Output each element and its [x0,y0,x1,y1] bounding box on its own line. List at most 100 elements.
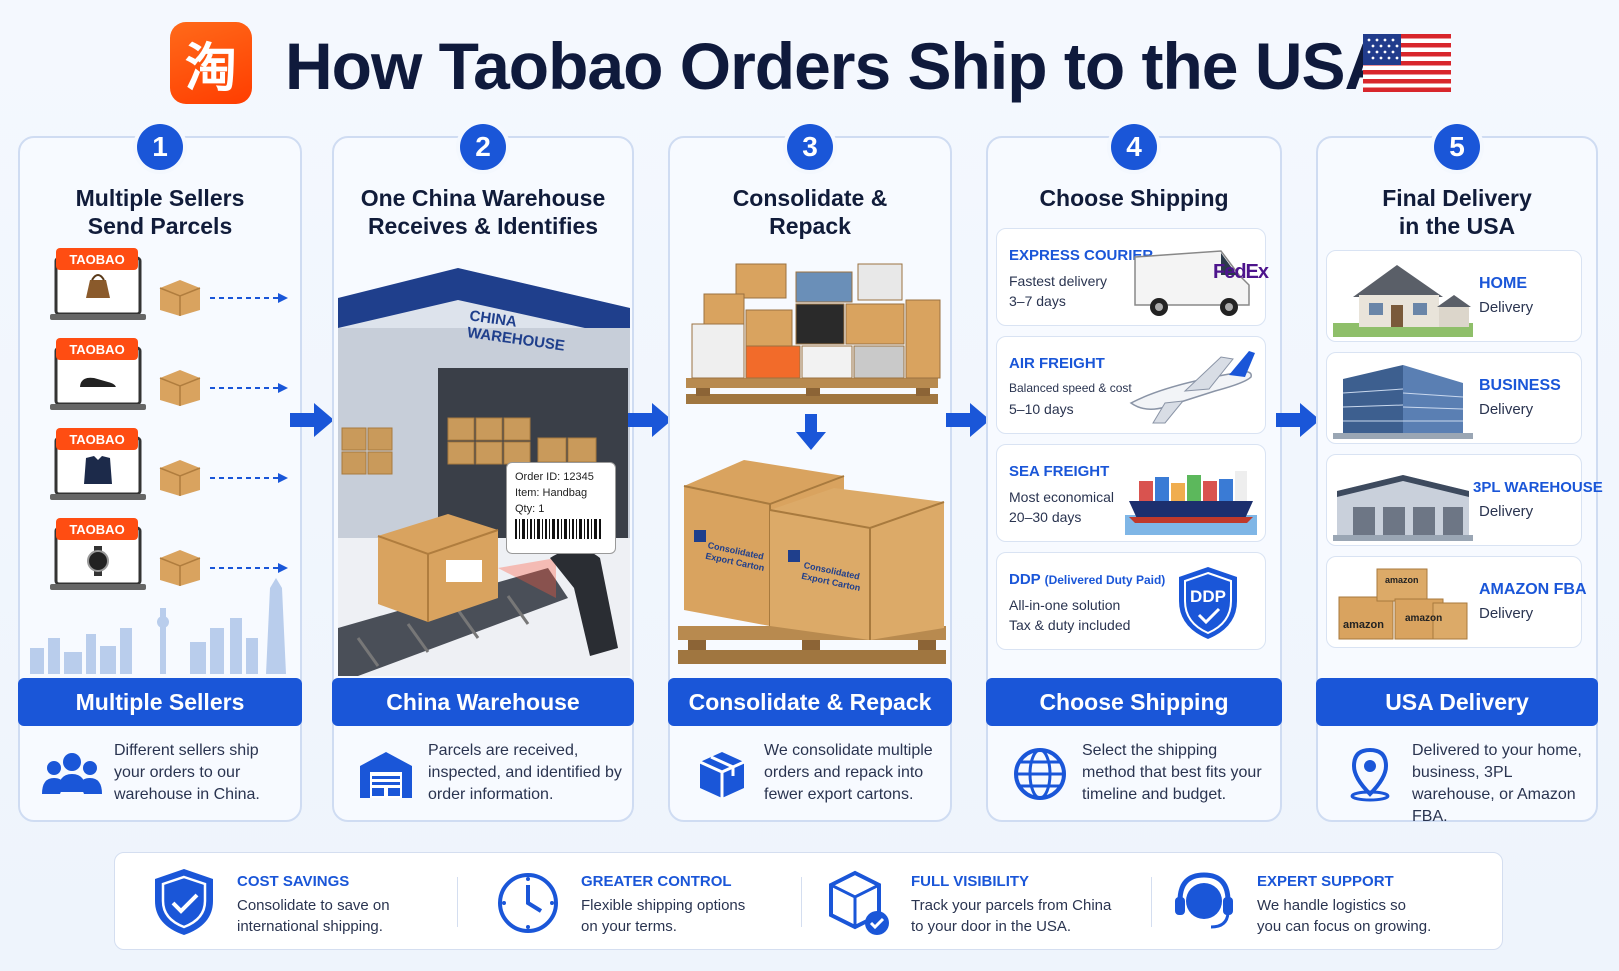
step-column-5: 5 Final Delivery in the USA HOME Deliver… [1316,124,1603,825]
laptop-icon [50,256,146,320]
flow-arrow-icon [628,403,672,437]
step-column-4: 4 Choose Shipping EXPRESS COURIER Fastes… [986,124,1282,822]
taobao-tag: TAOBAO [56,338,138,360]
step-band-label: Choose Shipping [986,678,1282,726]
shipping-option-express[interactable]: EXPRESS COURIER Fastest delivery 3–7 day… [996,228,1269,326]
destination-name: 3PL WAREHOUSE [1473,479,1603,496]
barcode-icon [515,519,601,539]
benefit-cost-savings: COST SAVINGS Consolidate to save on inte… [115,853,455,951]
step-description: Select the shipping method that best fit… [1082,742,1262,803]
step-band-label: USA Delivery [1316,678,1598,726]
destination-home[interactable]: HOME Delivery [1326,250,1582,342]
benefit-text: Track your parcels from China to your do… [911,897,1112,935]
step-description: Different sellers ship your orders to ou… [114,742,260,803]
shipping-option-transit: Tax & duty included [1009,617,1131,633]
taobao-logo: 淘 [170,22,252,104]
step-title: One China Warehouse Receives & Identifie… [360,185,606,239]
warehouse-icon [360,752,412,798]
flow-arrow-icon [946,403,990,437]
destination-sub: Delivery [1479,503,1534,520]
order-qty-text: Qty: 1 [515,503,545,515]
benefit-text: Consolidate to save on international shi… [237,897,390,935]
shipping-option-name: SEA FREIGHT [1009,463,1110,480]
step-band-label: Multiple Sellers [18,678,302,726]
destination-3pl-warehouse[interactable]: 3PL WAREHOUSE Delivery [1326,454,1603,546]
benefit-title: GREATER CONTROL [581,873,732,890]
parcel-icon [159,370,201,406]
destination-name: AMAZON FBA [1479,581,1587,598]
fedex-logo: FedEx [1213,261,1269,283]
seller-row: TAOBAO [20,428,288,508]
step-number-badge: 5 [1434,124,1480,170]
flow-arrow-icon [1276,403,1320,437]
package-icon [699,752,745,798]
destination-sub: Delivery [1479,605,1534,622]
mixed-parcels-pallet-image [686,263,941,404]
parcel-icon [159,550,201,586]
shipping-option-ddp[interactable]: DDP (Delivered Duty Paid) All-in-one sol… [996,552,1266,650]
parcel-icon [159,280,201,316]
destination-business[interactable]: BUSINESS Delivery [1326,352,1582,444]
shipping-option-transit: 5–10 days [1009,401,1074,417]
headset-icon [1175,872,1233,929]
dashed-arrow-icon [210,563,288,573]
step-band-label: Consolidate & Repack [668,678,952,726]
shipping-option-name: EXPRESS COURIER [1009,247,1154,264]
benefit-title: COST SAVINGS [237,873,350,890]
benefit-text: Flexible shipping options on your terms. [581,897,746,935]
shipping-option-name: DDP (Delivered Duty Paid) [1009,571,1166,588]
step-title: Consolidate & Repack [732,185,888,239]
destination-name: HOME [1479,275,1527,292]
step-number-badge: 2 [460,124,506,170]
shipping-option-name: AIR FREIGHT [1009,355,1105,372]
shipping-option-sea[interactable]: SEA FREIGHT Most economical 20–30 days [996,444,1266,542]
benefit-title: EXPERT SUPPORT [1257,873,1394,890]
taobao-tag: TAOBAO [56,248,138,270]
step-column-3: 3 Consolidate & Repack Consolidated Expo… [668,124,952,822]
destination-amazon-fba[interactable]: amazon amazon amazon AMAZON FBA Delivery [1326,556,1587,648]
seller-row: TAOBAO [20,248,288,328]
step-band-label: China Warehouse [332,678,634,726]
parcel-icon [159,460,201,496]
laptop-icon [50,526,146,590]
step-column-1: 1 Multiple Sellers Send Parcels TAOBAO T… [18,124,302,822]
cargo-ship-icon [1125,471,1257,535]
tracked-box-icon [829,870,889,935]
divider [1151,877,1152,927]
shipping-option-note: (Delivered Duty Paid) [1044,573,1166,587]
usa-flag-icon [1363,34,1451,92]
amazon-boxes-icon [1338,568,1468,640]
step-title: Choose Shipping [1039,185,1229,211]
laptop-icon [50,436,146,500]
dashed-arrow-icon [210,383,288,393]
globe-icon [1014,748,1066,800]
airplane-icon [1129,351,1255,424]
benefit-text: We handle logistics so you can focus on … [1257,897,1432,935]
benefits-bar: COST SAVINGS Consolidate to save on inte… [114,852,1503,950]
shipping-option-transit: 3–7 days [1009,293,1066,309]
page-title: How Taobao Orders Ship to the USA [285,29,1392,103]
amazon-box-label: amazon [1385,575,1419,585]
shipping-option-detail: Fastest delivery [1009,273,1108,289]
shipping-option-air[interactable]: AIR FREIGHT Balanced speed & cost 5–10 d… [996,336,1266,434]
dashed-arrow-icon [210,293,288,303]
house-icon [1333,265,1473,337]
step-number-badge: 4 [1111,124,1157,170]
benefit-expert-support: EXPERT SUPPORT We handle logistics so yo… [1135,853,1495,951]
office-building-icon [1333,365,1473,439]
benefit-title: FULL VISIBILITY [911,873,1030,890]
destination-name: BUSINESS [1479,377,1561,394]
flow-arrow-icon [290,403,334,437]
city-skyline-icon [30,578,286,674]
step-number-badge: 3 [787,124,833,170]
header: 淘 How Taobao Orders Ship to the USA [0,20,1619,110]
step-description: We consolidate multiple orders and repac… [764,742,933,803]
clock-icon [498,873,558,933]
divider [457,877,458,927]
destination-sub: Delivery [1479,401,1534,418]
amazon-box-label: amazon [1405,613,1443,624]
warehouse-building-icon [1333,475,1473,541]
step-description: Parcels are received, inspected, and ide… [428,742,622,803]
shipping-option-detail: All-in-one solution [1009,597,1121,613]
people-icon [42,753,102,794]
